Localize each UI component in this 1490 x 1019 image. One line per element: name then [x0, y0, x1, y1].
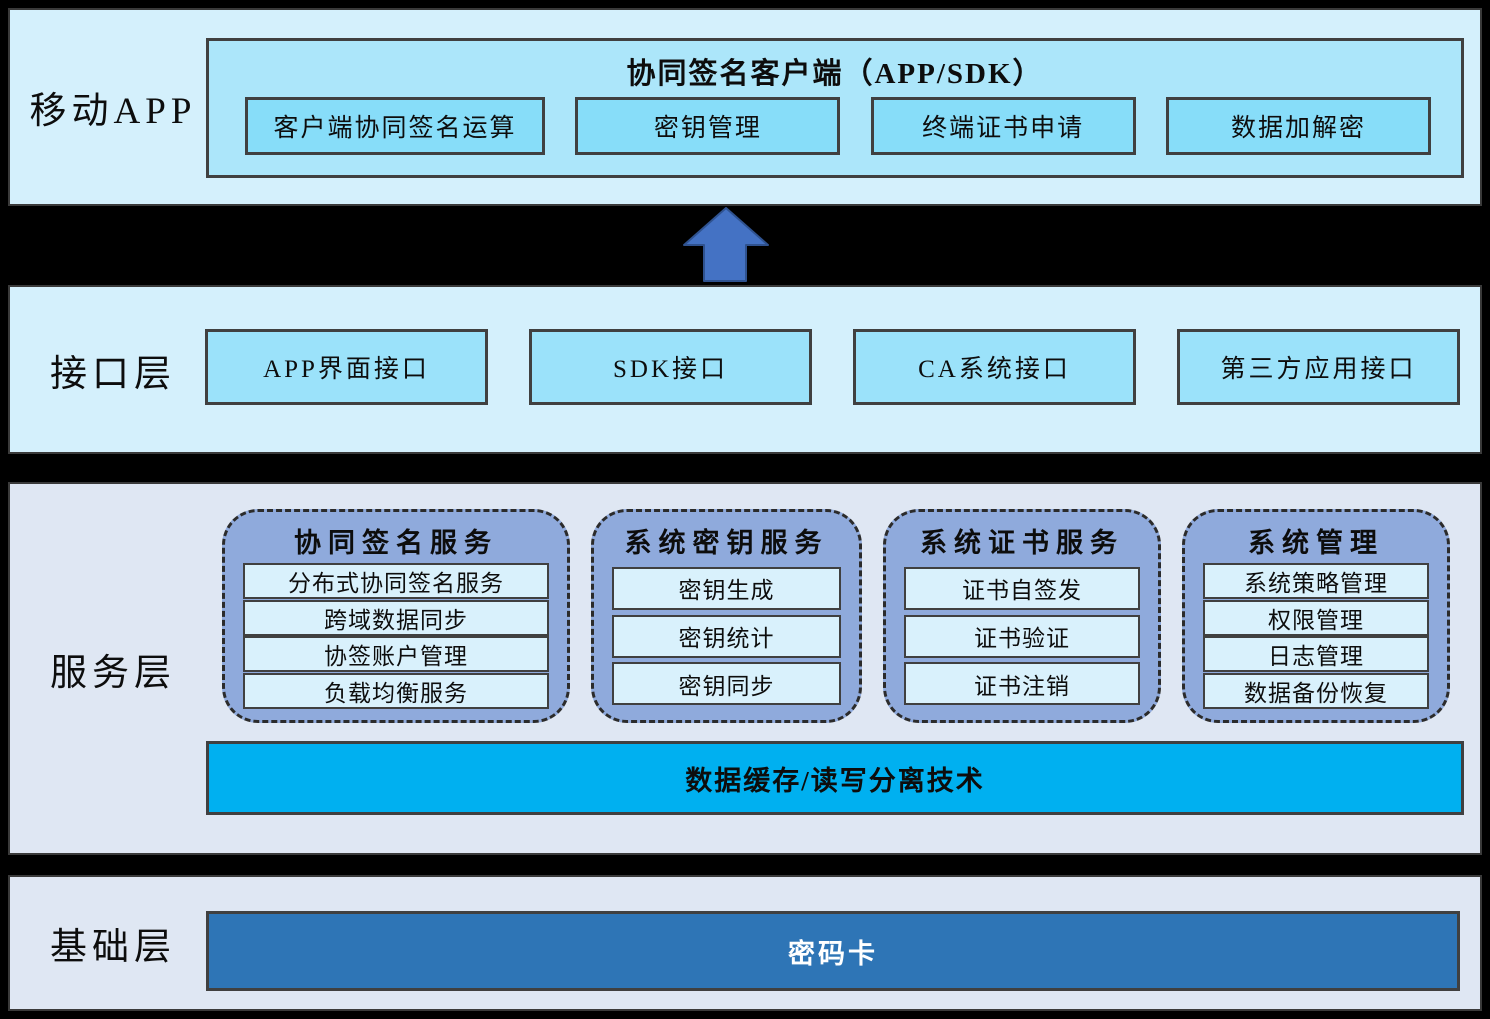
group-title-system-key: 系统密钥服务 [624, 528, 829, 558]
layer-interface: 接口层 APP界面接口 SDK接口 CA系统接口 第三方应用接口 [8, 285, 1482, 454]
item-key-generation: 密钥生成 [612, 566, 841, 610]
item-cert-verify: 证书验证 [904, 614, 1140, 658]
group-system-management: 系统管理 系统策略管理 权限管理 日志管理 数据备份恢复 [1182, 509, 1450, 723]
crypto-card-banner: 密码卡 [206, 911, 1460, 991]
interface-box-sdk: SDK接口 [529, 329, 812, 405]
item-cross-domain-sync: 跨域数据同步 [243, 599, 549, 636]
item-key-sync: 密钥同步 [612, 662, 841, 706]
item-cert-revoke: 证书注销 [904, 662, 1140, 706]
layer-base: 基础层 密码卡 [8, 875, 1482, 1011]
module-box-cert-request: 终端证书申请 [870, 97, 1136, 155]
item-cosign-account-mgmt: 协签账户管理 [243, 636, 549, 673]
client-modules-row: 客户端协同签名运算 密钥管理 终端证书申请 数据加解密 [245, 97, 1431, 155]
service-groups-row: 协同签名服务 分布式协同签名服务 跨域数据同步 协签账户管理 负载均衡服务 系统… [222, 509, 1450, 723]
group-title-system-cert: 系统证书服务 [920, 528, 1124, 558]
layer-label-service: 服务层 [50, 652, 176, 694]
layer-label-base: 基础层 [50, 927, 176, 968]
layer-service: 服务层 协同签名服务 分布式协同签名服务 跨域数据同步 协签账户管理 负载均衡服… [8, 482, 1482, 855]
group-items: 证书自签发 证书验证 证书注销 [904, 562, 1140, 710]
client-box: 协同签名客户端（APP/SDK） 客户端协同签名运算 密钥管理 终端证书申请 数… [206, 38, 1464, 178]
interface-box-app-ui: APP界面接口 [205, 329, 488, 405]
module-box-client-cosign: 客户端协同签名运算 [245, 97, 545, 155]
item-distributed-cosign: 分布式协同签名服务 [243, 562, 549, 599]
group-items: 分布式协同签名服务 跨域数据同步 协签账户管理 负载均衡服务 [243, 562, 549, 710]
item-cert-self-issue: 证书自签发 [904, 566, 1140, 610]
module-box-key-management: 密钥管理 [575, 97, 841, 155]
client-box-title: 协同签名客户端（APP/SDK） [626, 58, 1044, 90]
item-load-balance: 负载均衡服务 [243, 673, 549, 710]
group-items: 密钥生成 密钥统计 密钥同步 [612, 562, 841, 710]
interface-box-third-party: 第三方应用接口 [1177, 329, 1460, 405]
item-permission-mgmt: 权限管理 [1203, 599, 1429, 636]
interface-box-ca-system: CA系统接口 [853, 329, 1136, 405]
item-policy-mgmt: 系统策略管理 [1203, 562, 1429, 599]
cache-readwrite-banner: 数据缓存/读写分离技术 [206, 741, 1464, 815]
group-system-key-service: 系统密钥服务 密钥生成 密钥统计 密钥同步 [591, 509, 862, 723]
item-data-backup-restore: 数据备份恢复 [1203, 673, 1429, 710]
module-box-data-crypto: 数据加解密 [1165, 97, 1431, 155]
layer-mobile-app: 移动APP 协同签名客户端（APP/SDK） 客户端协同签名运算 密钥管理 终端… [8, 8, 1482, 206]
up-arrow-icon [683, 207, 769, 282]
layer-label-interface: 接口层 [50, 353, 176, 395]
item-log-mgmt: 日志管理 [1203, 636, 1429, 673]
layer-label-mobile-app: 移动APP [29, 91, 197, 132]
group-items: 系统策略管理 权限管理 日志管理 数据备份恢复 [1203, 562, 1429, 710]
group-title-cosign: 协同签名服务 [294, 528, 498, 558]
item-key-statistics: 密钥统计 [612, 614, 841, 658]
group-system-cert-service: 系统证书服务 证书自签发 证书验证 证书注销 [883, 509, 1161, 723]
interface-boxes-row: APP界面接口 SDK接口 CA系统接口 第三方应用接口 [205, 329, 1460, 405]
group-title-system-mgmt: 系统管理 [1248, 528, 1384, 558]
group-cosign-service: 协同签名服务 分布式协同签名服务 跨域数据同步 协签账户管理 负载均衡服务 [222, 509, 570, 723]
